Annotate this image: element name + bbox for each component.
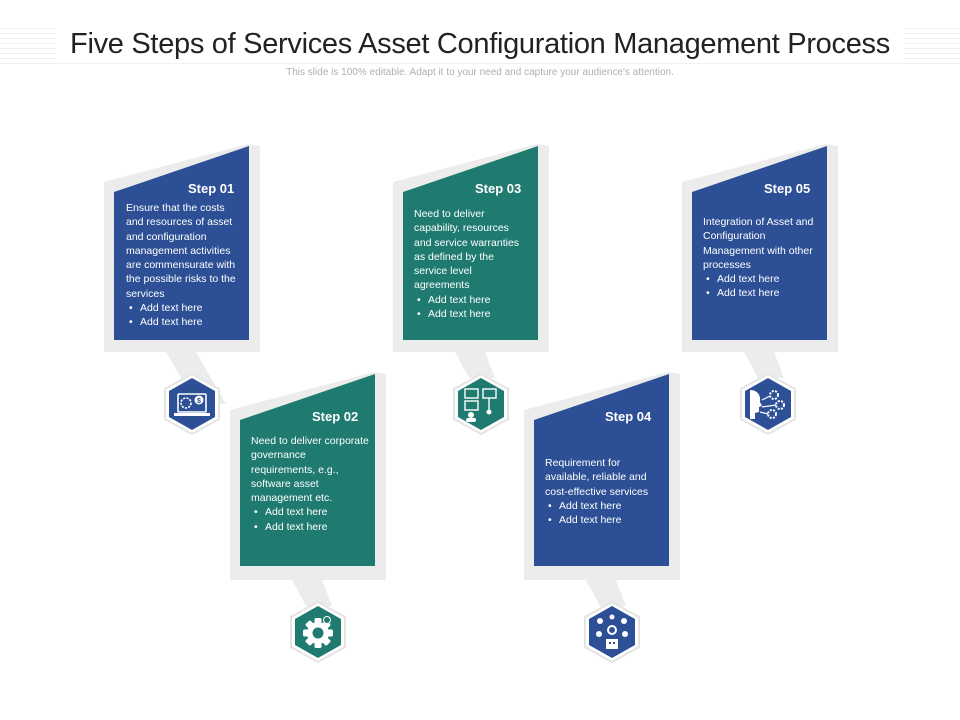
- step-description: Requirement for available, reliable and …: [545, 456, 663, 528]
- network-nodes-icon: [453, 372, 509, 436]
- bullet-item: Add text here: [545, 513, 663, 528]
- bullet-item: Add text here: [414, 293, 528, 308]
- step-text: Requirement for available, reliable and …: [545, 457, 649, 498]
- bullet-item: Add text here: [703, 286, 821, 301]
- step-card-02: Step 02 Need to deliver corporate govern…: [230, 372, 390, 664]
- step-text: Ensure that the costs and resources of a…: [126, 202, 236, 300]
- bullet-item: Add text here: [251, 520, 369, 535]
- step-description: Need to deliver capability, resources an…: [414, 207, 528, 322]
- bullet-item: Add text here: [545, 499, 663, 514]
- step-label: Step 05: [764, 181, 811, 196]
- page-subtitle: This slide is 100% editable. Adapt it to…: [286, 67, 674, 78]
- step-card-shape: [104, 144, 260, 404]
- step-text: Need to deliver corporate governance req…: [251, 435, 369, 505]
- page-title: Five Steps of Services Asset Configurati…: [0, 28, 960, 61]
- step-text: Need to deliver capability, resources an…: [414, 208, 520, 292]
- bullet-item: Add text here: [414, 307, 528, 322]
- step-description: Ensure that the costs and resources of a…: [126, 201, 244, 330]
- step-card-04: Step 04 Requirement for available, relia…: [524, 372, 684, 664]
- bullet-item: Add text here: [126, 315, 244, 330]
- gear-icon: [290, 600, 346, 664]
- step-text: Integration of Asset and Configuration M…: [703, 216, 814, 271]
- step-card-05: Step 05 Integration of Asset and Configu…: [682, 144, 842, 436]
- bullet-item: Add text here: [251, 505, 369, 520]
- step-description: Need to deliver corporate governance req…: [251, 434, 369, 534]
- laptop-gear-dollar-icon: $: [164, 372, 220, 436]
- head-gears-icon: [740, 372, 796, 436]
- bullet-item: Add text here: [703, 272, 821, 287]
- step-description: Integration of Asset and Configuration M…: [703, 215, 821, 301]
- step-card-03: Step 03 Need to deliver capability, reso…: [393, 144, 553, 436]
- step-label: Step 04: [605, 409, 652, 424]
- step-label: Step 03: [475, 181, 522, 196]
- step-label: Step 01: [188, 181, 235, 196]
- svg-text:$: $: [197, 398, 201, 405]
- step-label: Step 02: [312, 409, 359, 424]
- services-hub-icon: [584, 600, 640, 664]
- bullet-item: Add text here: [126, 301, 244, 316]
- step-card-01: Step 01 Ensure that the costs and resour…: [104, 144, 264, 436]
